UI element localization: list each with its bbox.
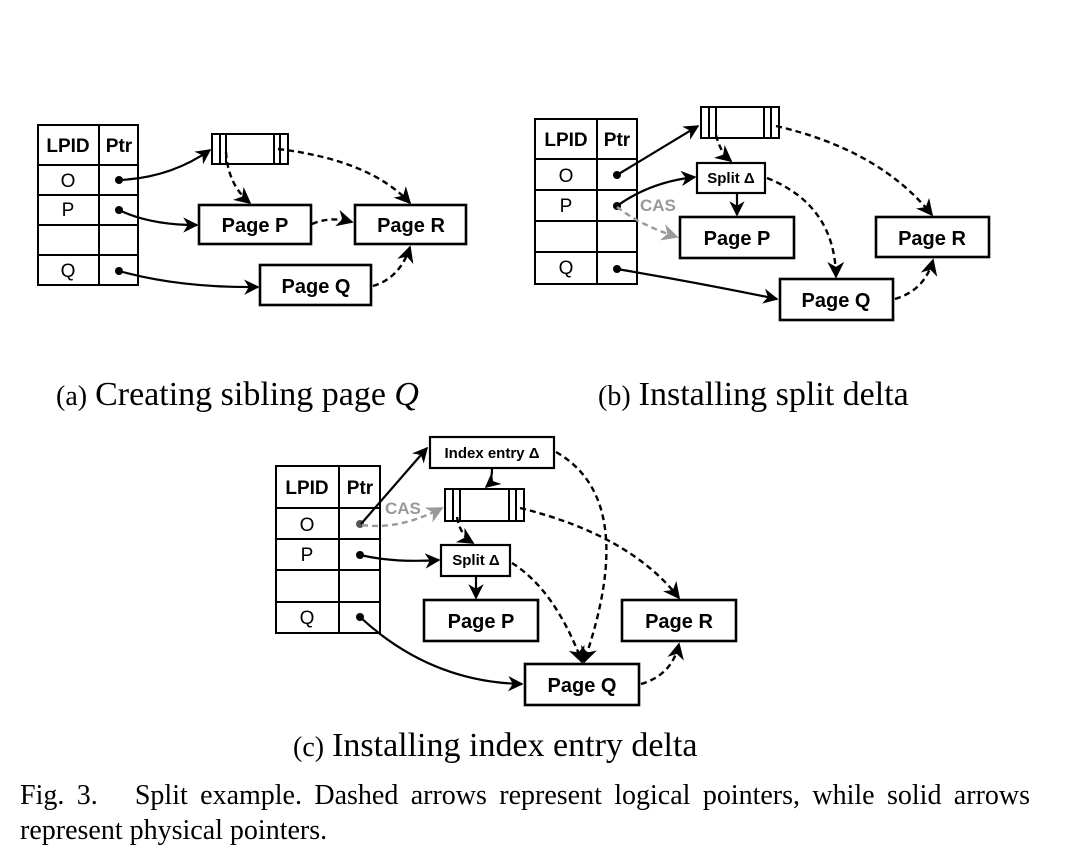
page-r-box: Page R xyxy=(874,215,991,259)
index-node xyxy=(444,488,525,522)
logical-pointer-arrow xyxy=(766,176,845,279)
figure-caption: Fig. 3. Split example. Dashed arrows rep… xyxy=(20,778,1030,848)
panel-c: LPID Ptr O P Q Index entry Δ Split Δ Pag… xyxy=(275,435,738,707)
header-lpid: LPID xyxy=(46,136,89,157)
lpid-cell: O xyxy=(61,171,76,192)
subcaption-b: (b)Installing split delta xyxy=(598,376,909,413)
page-p-box: Page P xyxy=(197,203,313,246)
cas-old-pointer-arrow xyxy=(616,206,679,241)
split-delta-label: Split Δ xyxy=(707,170,755,187)
physical-pointer-arrow xyxy=(360,446,429,525)
physical-pointer-arrow xyxy=(118,149,212,182)
page-q-box: Page Q xyxy=(258,263,373,307)
index-entry-delta-label: Index entry Δ xyxy=(445,445,540,462)
lpid-cell: P xyxy=(560,196,573,217)
logical-pointer-arrow xyxy=(640,642,684,686)
header-ptr: Ptr xyxy=(347,478,374,499)
page-q-label: Page Q xyxy=(282,276,351,298)
logical-pointer-arrow xyxy=(519,506,681,600)
logical-pointer-arrow xyxy=(311,209,354,227)
header-ptr: Ptr xyxy=(604,130,631,151)
page-q-label: Page Q xyxy=(802,290,871,312)
physical-pointer-arrow xyxy=(118,209,199,233)
logical-pointer-arrow xyxy=(511,561,585,664)
index-entry-delta-box: Index entry Δ xyxy=(428,435,556,470)
page-p-label: Page P xyxy=(448,611,515,633)
page-q-label: Page Q xyxy=(548,675,617,697)
page-p-label: Page P xyxy=(222,215,289,237)
logical-pointer-arrow xyxy=(775,124,934,217)
mapping-table: LPID Ptr O P Q xyxy=(37,124,139,286)
lpid-cell: O xyxy=(559,166,574,187)
mapping-table: LPID Ptr O P Q xyxy=(534,118,638,285)
cas-label: CAS xyxy=(640,196,676,215)
physical-pointer-arrow xyxy=(616,170,697,207)
page-r-label: Page R xyxy=(377,215,445,237)
page-r-label: Page R xyxy=(898,228,966,250)
physical-pointer-arrow xyxy=(616,125,700,176)
page-r-label: Page R xyxy=(645,611,713,633)
logical-pointer-arrow xyxy=(713,134,733,163)
split-delta-box: Split Δ xyxy=(439,543,512,578)
subcaption-c: (c)Installing index entry delta xyxy=(293,727,697,764)
lpid-cell: Q xyxy=(559,258,574,279)
page-p-box: Page P xyxy=(422,598,540,643)
lpid-cell: P xyxy=(301,545,314,566)
panel-a: LPID Ptr O P Q Page P Page R Page Q xyxy=(37,124,468,307)
subcaption-a: (a)Creating sibling page Q xyxy=(56,376,419,413)
cas-label: CAS xyxy=(385,499,421,518)
page-p-label: Page P xyxy=(704,228,771,250)
header-lpid: LPID xyxy=(285,478,328,499)
physical-pointer-arrow xyxy=(359,616,524,692)
physical-pointer-arrow xyxy=(118,269,260,295)
index-node xyxy=(700,106,780,139)
page-p-box: Page P xyxy=(678,215,796,260)
split-delta-label: Split Δ xyxy=(452,552,500,569)
lpid-cell: Q xyxy=(300,608,315,629)
physical-pointer-arrow xyxy=(484,468,502,488)
lpid-cell: Q xyxy=(61,261,76,282)
cas-old-pointer-arrow xyxy=(361,506,444,528)
logical-pointer-arrow xyxy=(277,147,412,205)
lpid-cell: P xyxy=(62,200,75,221)
page-r-box: Page R xyxy=(353,203,468,246)
page-r-box: Page R xyxy=(620,598,738,643)
logical-pointer-arrow xyxy=(894,258,938,301)
mapping-table: LPID Ptr O P Q xyxy=(275,465,381,634)
logical-pointer-arrow xyxy=(372,245,414,288)
index-node xyxy=(211,133,289,165)
header-lpid: LPID xyxy=(544,130,587,151)
logical-pointer-arrow xyxy=(455,516,475,545)
physical-pointer-arrow xyxy=(359,553,441,569)
header-ptr: Ptr xyxy=(106,136,133,157)
physical-pointer-arrow xyxy=(616,267,779,304)
split-example-figure: LPID Ptr O P Q Page P Page R Page Q xyxy=(37,106,991,764)
page-q-box: Page Q xyxy=(523,662,641,707)
figure-caption-text: Split example. Dashed arrows represent l… xyxy=(20,780,1031,846)
split-delta-box: Split Δ xyxy=(695,161,767,195)
logical-pointer-arrow xyxy=(224,151,252,205)
figure-number: Fig. 3. xyxy=(20,780,98,811)
panel-b: LPID Ptr O P Q Split Δ Page P Page R xyxy=(534,106,991,322)
page-q-box: Page Q xyxy=(778,277,895,322)
lpid-cell: O xyxy=(300,515,315,536)
logical-pointer-arrow xyxy=(555,450,608,664)
